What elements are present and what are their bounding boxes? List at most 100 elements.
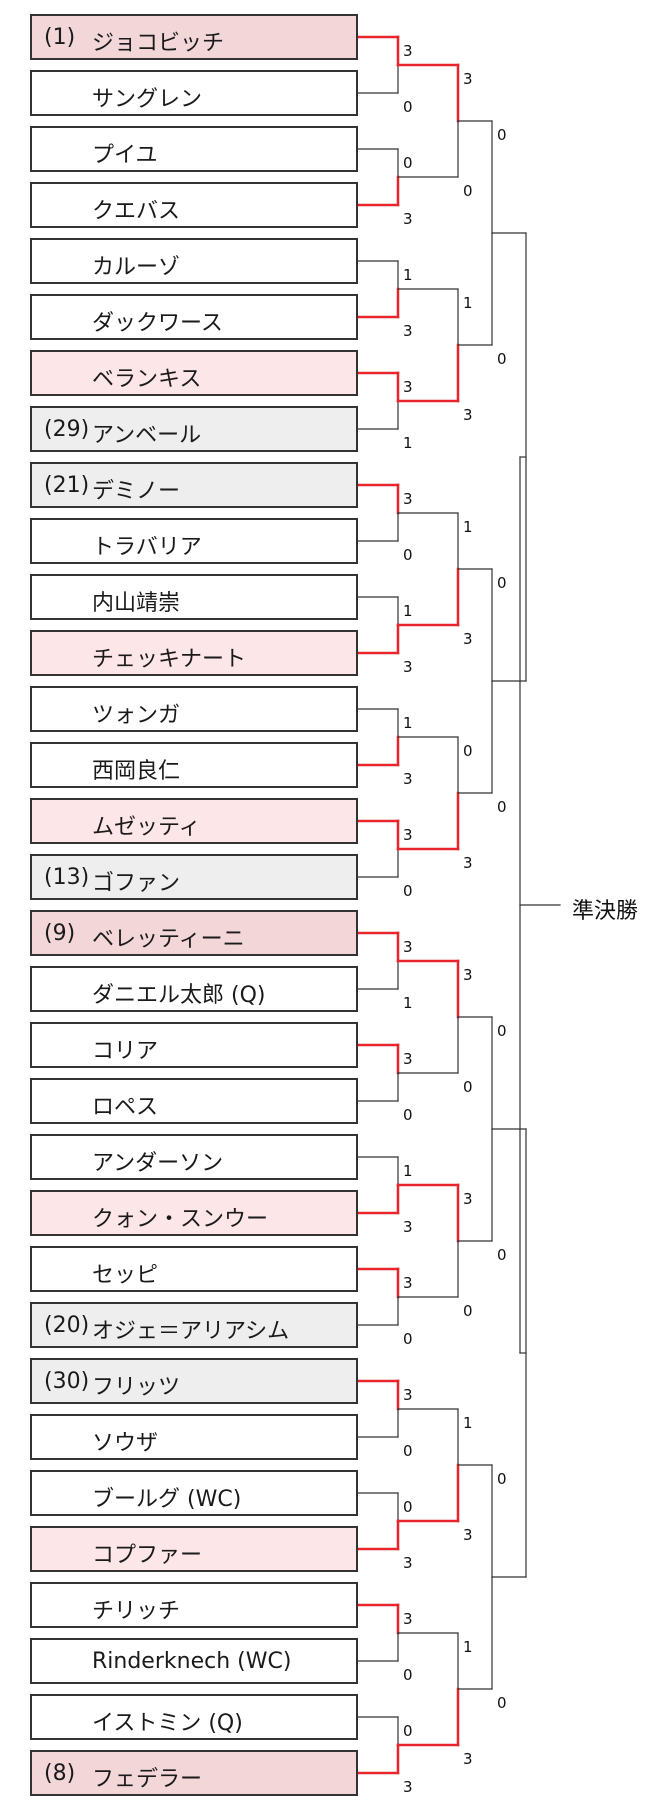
match-score: 3	[403, 378, 413, 396]
player-name: ロペス	[92, 1095, 159, 1120]
match-score: 3	[403, 1554, 413, 1572]
match-score: 1	[403, 434, 413, 452]
player-name: Rinderknech (WC)	[92, 1649, 292, 1674]
player-entry: (29)アンベール	[30, 406, 358, 452]
match-score: 0	[403, 1666, 413, 1684]
player-name: アンダーソン	[92, 1151, 224, 1176]
player-name: チェッキナート	[92, 647, 247, 672]
match-score: 1	[463, 1414, 473, 1432]
player-entry: クエバス	[30, 182, 358, 228]
player-name: クォン・スンウー	[92, 1207, 269, 1232]
player-name: ベレッティーニ	[92, 927, 245, 952]
match-score: 0	[463, 182, 473, 200]
player-name: ベランキス	[92, 367, 202, 392]
player-name: チリッチ	[92, 1599, 181, 1624]
player-entry: 西岡良仁	[30, 742, 358, 788]
match-score: 3	[403, 322, 413, 340]
player-name: フェデラー	[92, 1767, 203, 1792]
player-name: オジェ＝アリアシム	[92, 1319, 290, 1344]
player-entry: チリッチ	[30, 1582, 358, 1628]
player-seed: (1)	[44, 25, 76, 50]
player-name: ソウザ	[92, 1431, 159, 1456]
player-name: 内山靖崇	[92, 591, 181, 616]
player-name: ダックワース	[92, 311, 223, 336]
player-seed: (9)	[44, 921, 76, 946]
match-score: 1	[403, 1162, 413, 1180]
player-entry: (30)フリッツ	[30, 1358, 358, 1404]
player-name: ツォンガ	[92, 703, 181, 728]
match-score: 0	[403, 98, 413, 116]
match-score: 0	[497, 1470, 507, 1488]
player-seed: (21)	[44, 473, 90, 498]
player-entry: 内山靖崇	[30, 574, 358, 620]
match-score: 1	[463, 1638, 473, 1656]
match-score: 0	[403, 1722, 413, 1740]
match-score: 0	[497, 1246, 507, 1264]
match-score: 1	[463, 518, 473, 536]
player-name: カルーゾ	[92, 255, 181, 280]
player-entry: クォン・スンウー	[30, 1190, 358, 1236]
player-name: コプファー	[92, 1543, 203, 1568]
match-score: 3	[403, 658, 413, 676]
player-entry: (21)デミノー	[30, 462, 358, 508]
semifinal-label: 準決勝	[572, 899, 639, 924]
player-name: フリッツ	[92, 1375, 181, 1400]
match-score: 0	[403, 1442, 413, 1460]
match-score: 1	[403, 714, 413, 732]
player-name: ジョコビッチ	[92, 31, 225, 56]
player-entry: ロペス	[30, 1078, 358, 1124]
match-score: 3	[463, 854, 473, 872]
match-score: 3	[403, 1778, 413, 1796]
match-score: 0	[403, 882, 413, 900]
player-name: 西岡良仁	[92, 759, 181, 784]
player-entry: サングレン	[30, 70, 358, 116]
match-score: 3	[403, 938, 413, 956]
match-score: 3	[463, 630, 473, 648]
player-seed: (8)	[44, 1761, 76, 1786]
match-score: 0	[497, 1694, 507, 1712]
player-entry: (8) フェデラー	[30, 1750, 358, 1796]
match-score: 0	[497, 126, 507, 144]
match-score: 3	[403, 1610, 413, 1628]
player-seed: (29)	[44, 417, 90, 442]
match-score: 3	[463, 1750, 473, 1768]
match-score: 3	[403, 42, 413, 60]
player-name: サングレン	[92, 87, 203, 112]
match-score: 3	[463, 1526, 473, 1544]
player-name: プイユ	[92, 143, 158, 168]
player-entry: カルーゾ	[30, 238, 358, 284]
match-score: 0	[403, 1106, 413, 1124]
match-score: 3	[463, 966, 473, 984]
match-score: 3	[403, 1386, 413, 1404]
player-name: トラバリア	[92, 535, 202, 560]
match-score: 3	[403, 1050, 413, 1068]
player-entry: ツォンガ	[30, 686, 358, 732]
match-score: 0	[463, 1302, 473, 1320]
match-score: 0	[497, 350, 507, 368]
player-entry: (9) ベレッティーニ	[30, 910, 358, 956]
player-entry: チェッキナート	[30, 630, 358, 676]
player-entry: イストミン (Q)	[30, 1694, 358, 1740]
player-entry: プイユ	[30, 126, 358, 172]
match-score: 0	[497, 798, 507, 816]
player-entry: コリア	[30, 1022, 358, 1068]
player-entry: ダックワース	[30, 294, 358, 340]
match-score: 1	[403, 602, 413, 620]
player-seed: (13)	[44, 865, 90, 890]
player-entry: ムゼッティ	[30, 798, 358, 844]
player-entry: ソウザ	[30, 1414, 358, 1460]
player-entry: トラバリア	[30, 518, 358, 564]
player-entry: コプファー	[30, 1526, 358, 1572]
player-name: ブールグ (WC)	[92, 1487, 242, 1512]
player-seed: (20)	[44, 1313, 90, 1338]
player-entry: セッピ	[30, 1246, 358, 1292]
player-entry: アンダーソン	[30, 1134, 358, 1180]
player-entry: ダニエル太郎 (Q)	[30, 966, 358, 1012]
match-score: 0	[403, 1330, 413, 1348]
match-score: 1	[463, 294, 473, 312]
match-score: 3	[463, 406, 473, 424]
match-score: 3	[403, 1218, 413, 1236]
match-score: 0	[497, 574, 507, 592]
match-score: 3	[463, 70, 473, 88]
